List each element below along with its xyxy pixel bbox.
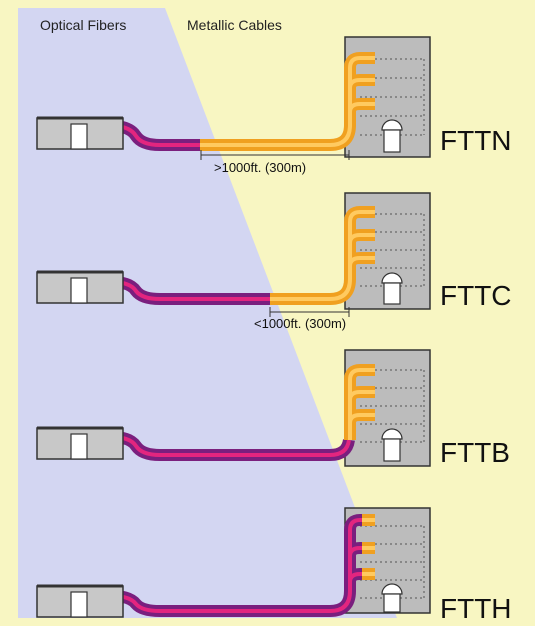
cable bbox=[100, 514, 375, 617]
copper-core bbox=[200, 56, 375, 147]
cabinet bbox=[381, 119, 403, 153]
ftth-label: FTTH bbox=[440, 593, 512, 624]
cabinet bbox=[381, 583, 403, 613]
central-office bbox=[36, 584, 124, 618]
fiber-core bbox=[100, 435, 351, 457]
central-office bbox=[36, 270, 124, 304]
cable bbox=[100, 52, 375, 151]
copper-core bbox=[362, 518, 375, 576]
distance-marker bbox=[200, 150, 350, 160]
distance-label: <1000ft. (300m) bbox=[254, 316, 346, 331]
distance-label: >1000ft. (300m) bbox=[214, 160, 306, 175]
optical-fibers-header: Optical Fibers bbox=[40, 17, 126, 33]
row-fttn: >1000ft. (300m) FTTN bbox=[36, 36, 512, 175]
metallic-cables-header: Metallic Cables bbox=[187, 17, 282, 33]
fttc-label: FTTC bbox=[440, 280, 512, 311]
copper-core bbox=[270, 210, 375, 301]
fiber-core bbox=[100, 518, 362, 613]
copper-core bbox=[348, 368, 375, 440]
cabinet bbox=[381, 272, 403, 305]
fttn-label: FTTN bbox=[440, 125, 512, 156]
cable bbox=[100, 364, 375, 461]
cabinet bbox=[381, 428, 403, 462]
row-ftth: FTTH bbox=[36, 507, 512, 624]
distance-marker bbox=[269, 307, 350, 317]
fttb-label: FTTB bbox=[440, 437, 510, 468]
central-office bbox=[36, 116, 124, 150]
row-fttb: FTTB bbox=[36, 349, 510, 468]
central-office bbox=[36, 426, 124, 460]
row-fttc: <1000ft. (300m) FTTC bbox=[36, 192, 512, 331]
optical-fibers-region bbox=[18, 8, 397, 618]
